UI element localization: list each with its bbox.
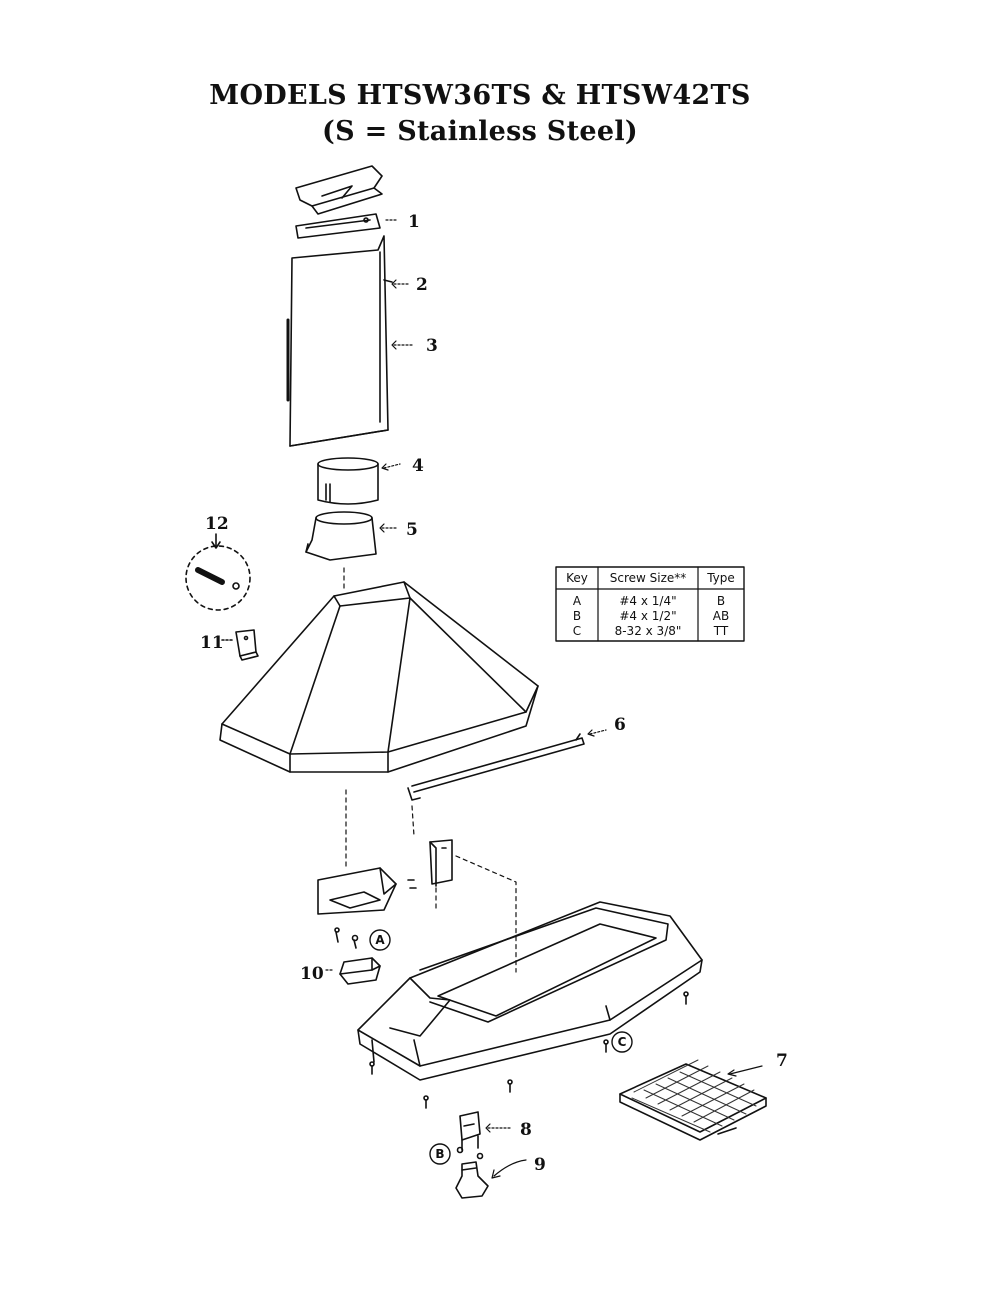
table-header-type: Type bbox=[706, 571, 735, 585]
hood-canopy bbox=[219, 581, 539, 773]
table-header-screw-size: Screw Size** bbox=[610, 571, 687, 585]
part-label-10: 10 bbox=[300, 964, 324, 984]
screw-callout-circles bbox=[369, 929, 633, 1165]
part-6-rail bbox=[407, 733, 585, 801]
table-cell: AB bbox=[713, 609, 729, 623]
part-2-3-chimney-cover bbox=[286, 235, 393, 447]
part-label-3: 3 bbox=[426, 336, 438, 356]
junction-box bbox=[429, 839, 453, 887]
table-cell: A bbox=[573, 594, 582, 608]
table-header-key: Key bbox=[566, 571, 588, 585]
assembly-guide-lines bbox=[343, 567, 517, 973]
part-4-duct-ring bbox=[317, 457, 379, 505]
part-label-6: 6 bbox=[614, 715, 626, 735]
callout-leaders bbox=[325, 219, 763, 1179]
part-label-4: 4 bbox=[412, 456, 424, 476]
callout-c: C bbox=[618, 1035, 627, 1049]
part-10-switch bbox=[339, 957, 381, 985]
callout-a: A bbox=[375, 933, 385, 947]
diagram-subtitle: (S = Stainless Steel) bbox=[322, 116, 638, 147]
part-label-12: 12 bbox=[205, 514, 229, 534]
table-cell: #4 x 1/4" bbox=[619, 594, 676, 608]
part-label-1: 1 bbox=[408, 212, 420, 232]
table-cell: #4 x 1/2" bbox=[619, 609, 676, 623]
part-label-9: 9 bbox=[534, 1155, 546, 1175]
table-cell: C bbox=[573, 624, 581, 638]
part-11-clip bbox=[221, 629, 259, 661]
part-7-filter bbox=[619, 1059, 767, 1141]
callout-b: B bbox=[435, 1147, 444, 1161]
part-label-5: 5 bbox=[406, 520, 418, 540]
part-1-mounting-bracket bbox=[295, 165, 383, 239]
table-cell: B bbox=[717, 594, 725, 608]
part-12-detail bbox=[185, 533, 251, 611]
table-cell: B bbox=[573, 609, 581, 623]
screws-a bbox=[334, 927, 359, 949]
bottom-housing bbox=[357, 901, 703, 1081]
screws-b bbox=[456, 1146, 484, 1160]
part-label-7: 7 bbox=[776, 1051, 788, 1071]
part-label-8: 8 bbox=[520, 1120, 532, 1140]
diagram-title: MODELS HTSW36TS & HTSW42TS bbox=[209, 80, 751, 111]
housing-screws bbox=[369, 991, 689, 1109]
part-label-2: 2 bbox=[416, 275, 428, 295]
screw-table: Key Screw Size** Type A #4 x 1/4" B B #4… bbox=[555, 566, 745, 642]
table-cell: TT bbox=[713, 624, 729, 638]
part-9-bulb bbox=[455, 1161, 489, 1199]
motor-bracket bbox=[317, 867, 417, 915]
part-8-socket bbox=[459, 1111, 481, 1151]
part-5-damper bbox=[305, 511, 377, 561]
table-cell: 8-32 x 3/8" bbox=[615, 624, 682, 638]
part-label-11: 11 bbox=[200, 633, 224, 653]
